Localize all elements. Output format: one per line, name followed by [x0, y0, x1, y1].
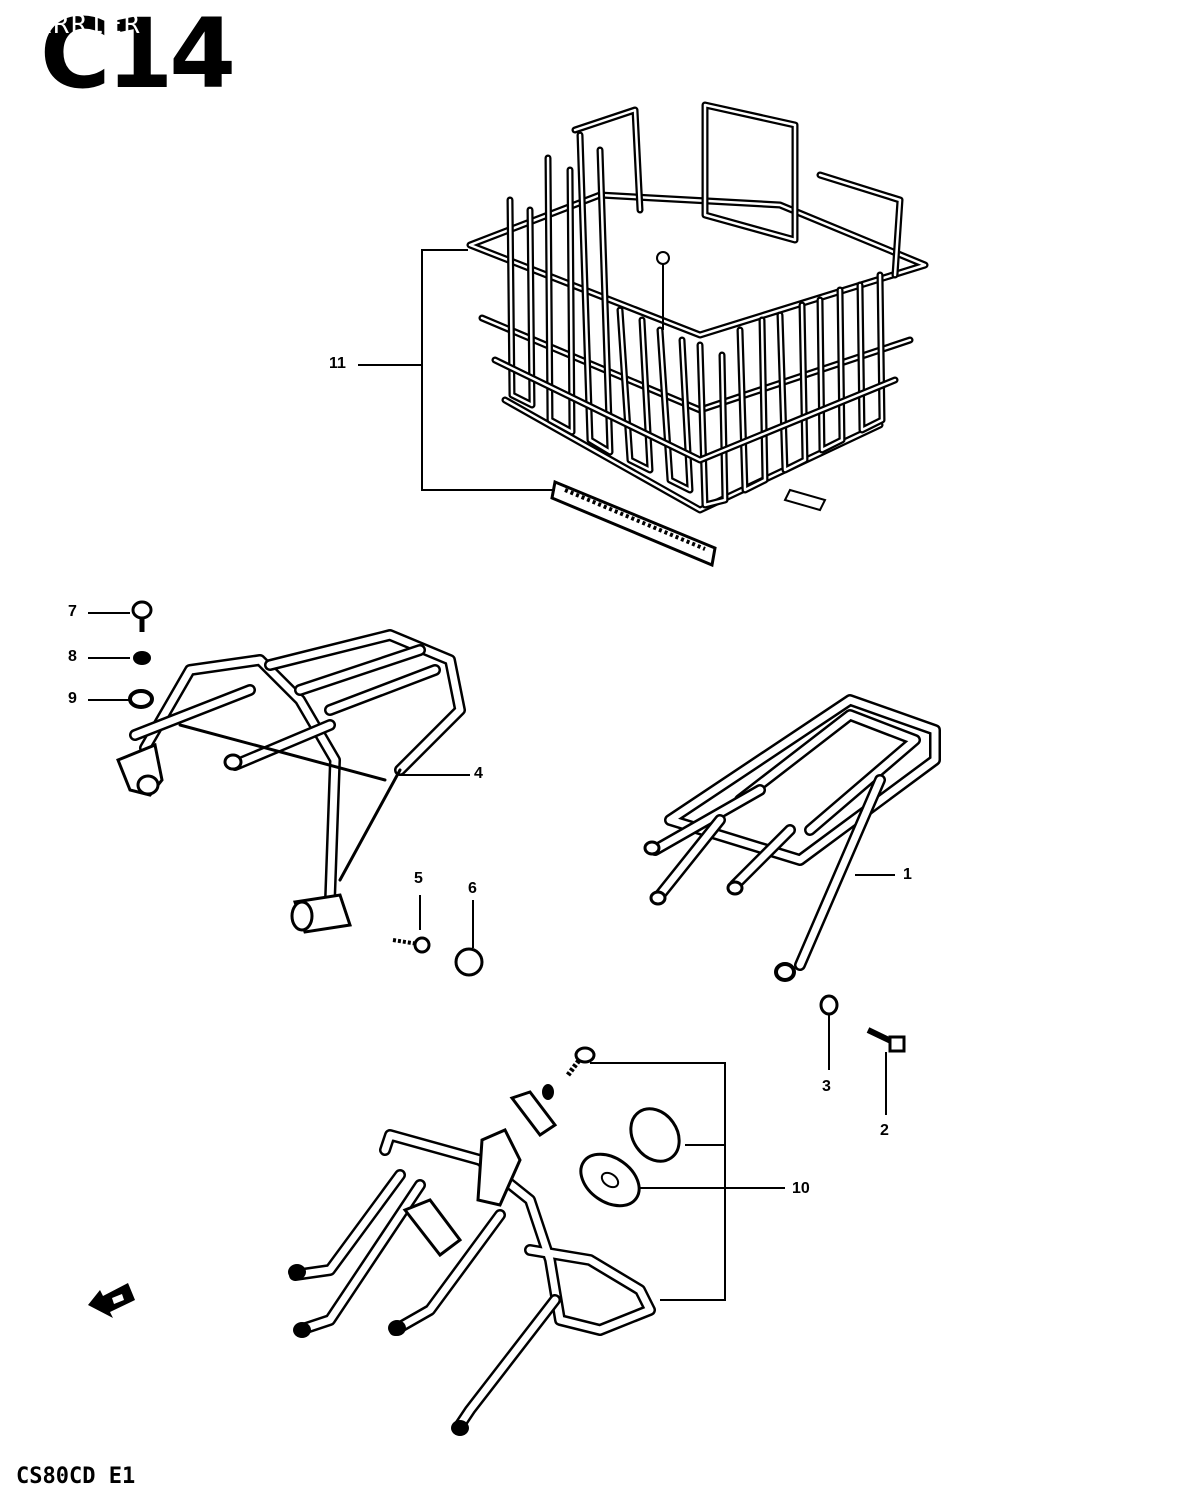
basket-part-11: [358, 101, 929, 568]
callout-6: 6: [468, 880, 477, 897]
callout-2: 2: [880, 1122, 889, 1139]
callout-1: 1: [903, 866, 912, 883]
hardware-5-6: [392, 895, 484, 977]
carrier-part-1: [643, 694, 941, 982]
hardware-2-3: [819, 994, 906, 1115]
callout-3: 3: [822, 1078, 831, 1095]
callout-10: 10: [792, 1180, 810, 1197]
hardware-7-8-9: [88, 600, 154, 709]
callout-8: 8: [68, 648, 77, 665]
callout-4: 4: [474, 765, 483, 782]
callout-5: 5: [414, 870, 423, 887]
diagram-title: CARRIER: [18, 10, 142, 40]
model-code: CS80CD E1: [16, 1464, 136, 1489]
carrier-part-4: [116, 629, 470, 934]
callout-11: 11: [329, 355, 346, 372]
diagram-code: C14: [40, 0, 236, 110]
carrier-part-10: [288, 1046, 785, 1436]
front-arrow-icon: [88, 1283, 135, 1318]
callout-9: 9: [68, 690, 77, 707]
callout-7: 7: [68, 603, 77, 620]
